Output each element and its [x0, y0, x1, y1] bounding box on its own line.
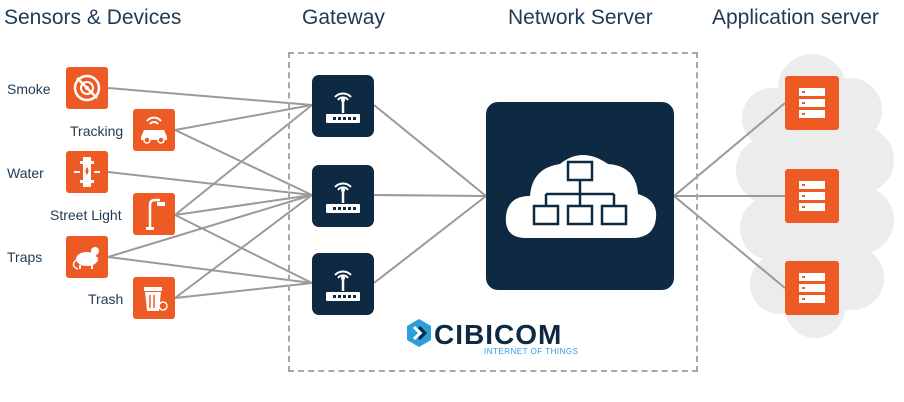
link-ns-app1: [673, 102, 786, 197]
sensor-label-water: Water: [7, 165, 44, 181]
gateway-router-icon: [312, 75, 374, 137]
link-ns-app3: [673, 195, 786, 289]
link-traps-gw3: [107, 256, 313, 284]
sensor-label-smoke: Smoke: [7, 81, 51, 97]
link-gw3-ns: [373, 195, 487, 284]
server-rack-icon: [785, 169, 839, 223]
link-gw1-ns: [373, 104, 487, 197]
column-header-application-server: Application server: [712, 6, 879, 29]
sensor-label-traps: Traps: [7, 249, 43, 265]
network-boundary: [288, 52, 698, 372]
gateway-router-icon: [312, 253, 374, 315]
sensor-label-trash: Trash: [88, 291, 124, 307]
server-rack-icon: [785, 76, 839, 130]
brand-name: CIBICOM: [434, 319, 563, 350]
trash-bin-icon: [133, 277, 175, 319]
column-header-network-server: Network Server: [508, 6, 653, 29]
sensor-label-street-light: Street Light: [50, 207, 122, 223]
brand-logo-icon: [407, 319, 431, 347]
car-tracking-icon: [133, 109, 175, 151]
column-header-gateway: Gateway: [302, 6, 385, 29]
street-light-icon: [133, 193, 175, 235]
server-rack-icon: [785, 261, 839, 315]
cloud-network-icon: [505, 155, 657, 238]
brand-tagline: INTERNET OF THINGS: [484, 347, 579, 356]
water-pipe-icon: [66, 151, 108, 193]
smoke-detector-icon: [66, 67, 108, 109]
link-gw2-ns: [373, 194, 487, 197]
gateway-router-icon: [312, 165, 374, 227]
link-smoke-gw1: [107, 87, 313, 106]
mouse-trap-icon: [66, 236, 108, 278]
sensor-label-tracking: Tracking: [70, 123, 124, 139]
column-header-sensors: Sensors & Devices: [4, 6, 182, 29]
link-water-gw2: [107, 171, 313, 196]
network-server-box: [486, 102, 674, 290]
link-traps-gw2: [107, 194, 313, 258]
